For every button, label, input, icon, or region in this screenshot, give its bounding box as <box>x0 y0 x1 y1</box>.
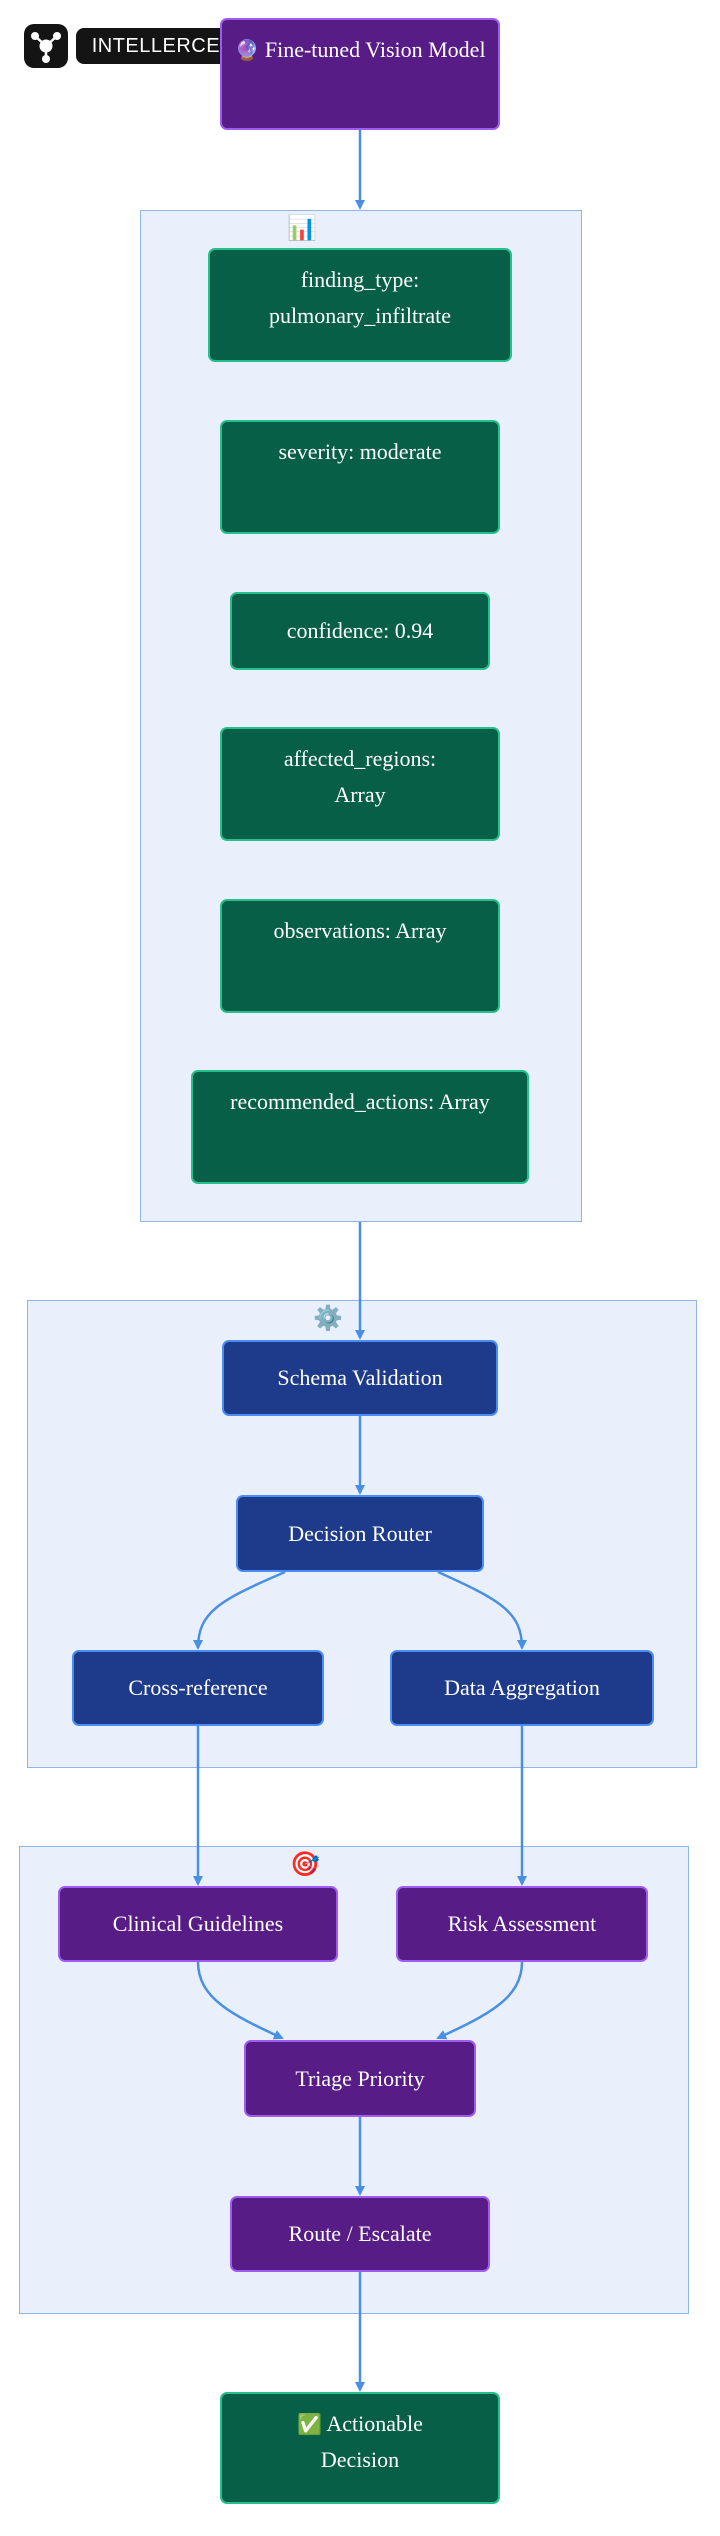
edge-guidelines-to-triage <box>196 1961 284 2040</box>
edge-router-to-aggregation <box>437 1570 527 1650</box>
chart-icon: 📊 <box>287 214 317 242</box>
actionable-decision-label: Actionable Decision <box>320 2411 423 2472</box>
target-icon: 🎯 <box>290 1850 320 1878</box>
field-affected-regions[interactable]: affected_regions: Array <box>220 727 500 841</box>
field-severity[interactable]: severity: moderate <box>220 420 500 534</box>
gear-icon: ⚙️ <box>313 1304 343 1332</box>
edge-router-to-crossref <box>193 1570 286 1650</box>
risk-assessment-node[interactable]: Risk Assessment <box>396 1886 648 1962</box>
field-observations[interactable]: observations: Array <box>220 899 500 1013</box>
schema-validation-node[interactable]: Schema Validation <box>222 1340 498 1416</box>
logo-mark-icon <box>24 24 68 68</box>
data-aggregation-node[interactable]: Data Aggregation <box>390 1650 654 1726</box>
route-escalate-node[interactable]: Route / Escalate <box>230 2196 490 2272</box>
check-mark-icon: ✅ <box>297 2412 323 2436</box>
field-finding-type[interactable]: finding_type: pulmonary_infiltrate <box>208 248 512 362</box>
crystal-ball-icon: 🔮 <box>234 38 260 62</box>
cross-reference-node[interactable]: Cross-reference <box>72 1650 324 1726</box>
field-confidence[interactable]: confidence: 0.94 <box>230 592 490 670</box>
actionable-decision-node[interactable]: ✅ Actionable Decision <box>220 2392 500 2504</box>
clinical-guidelines-node[interactable]: Clinical Guidelines <box>58 1886 338 1962</box>
output-schema-cluster <box>140 210 582 1222</box>
triage-priority-node[interactable]: Triage Priority <box>244 2040 476 2117</box>
field-recommended-actions[interactable]: recommended_actions: Array <box>191 1070 529 1184</box>
vision-model-label: Fine-tuned Vision Model <box>264 37 486 62</box>
decision-router-node[interactable]: Decision Router <box>236 1495 484 1572</box>
edge-risk-to-triage <box>436 1961 524 2040</box>
vision-model-node[interactable]: 🔮 Fine-tuned Vision Model <box>220 18 500 130</box>
